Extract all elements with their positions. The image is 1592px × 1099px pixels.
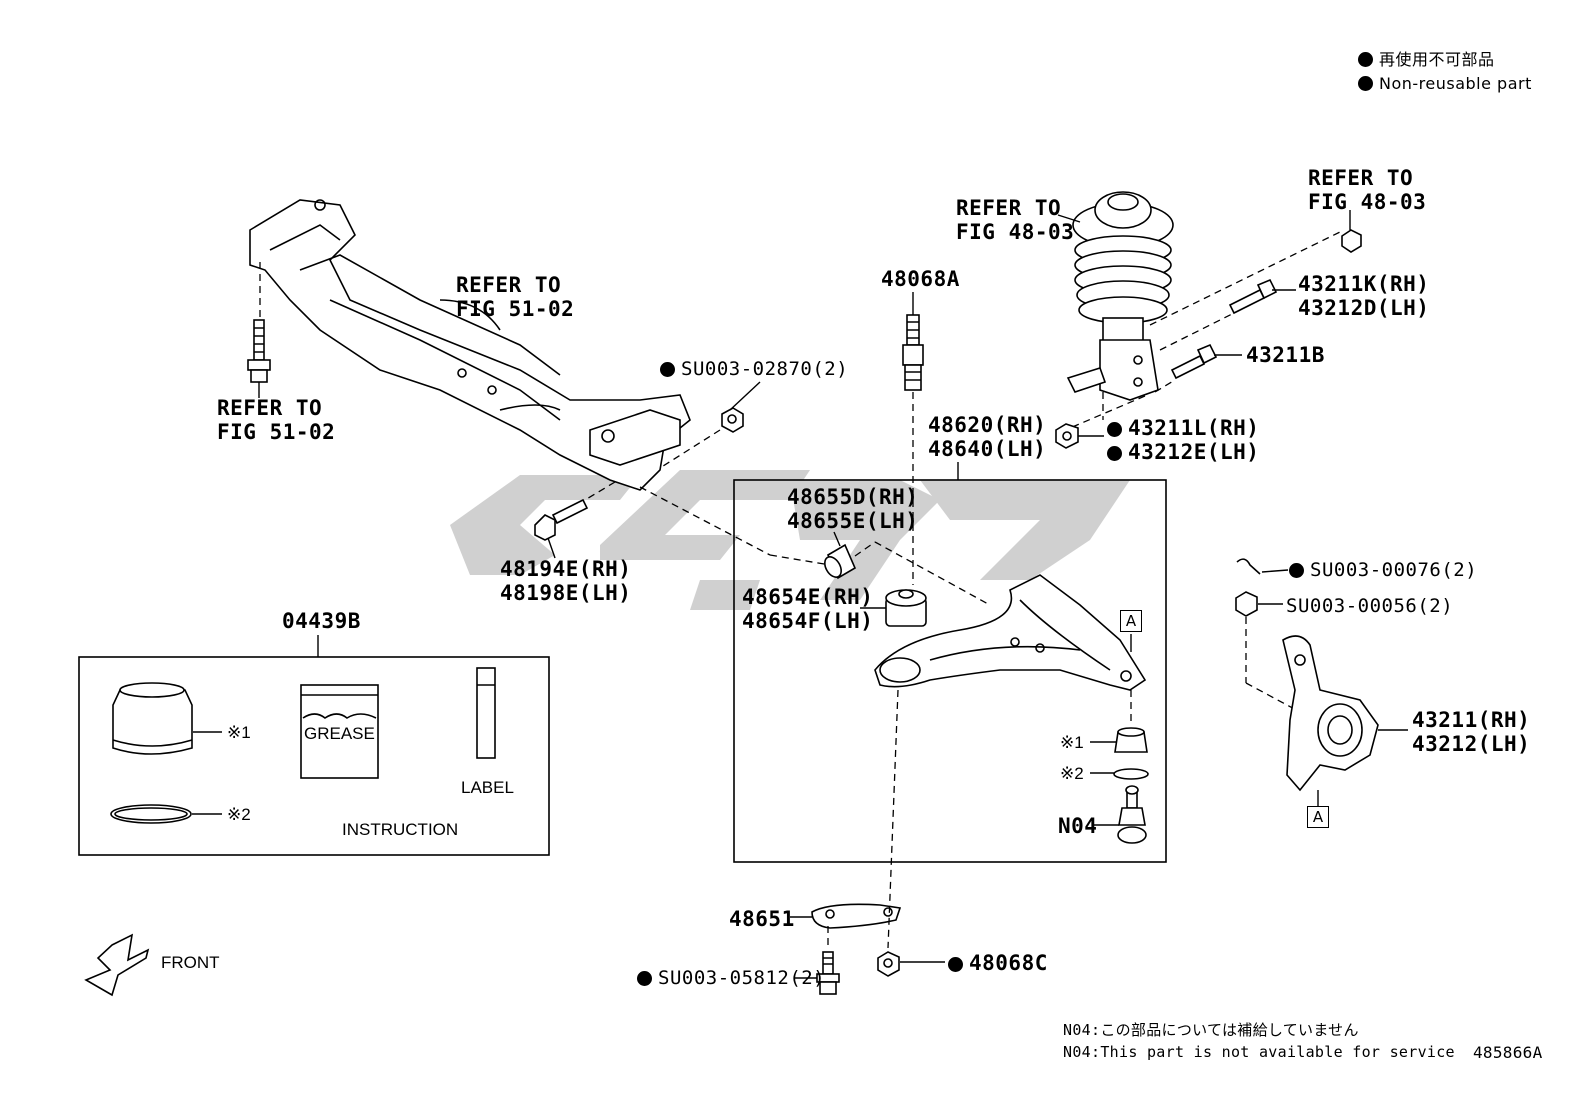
crossmember: [249, 199, 691, 491]
boot-arm: [1114, 727, 1148, 753]
part-48620[interactable]: 48620(RH): [928, 413, 1047, 437]
part-n04[interactable]: N04: [1058, 814, 1098, 838]
legend-text-en: Non-reusable part: [1379, 74, 1532, 93]
part-su003-00076[interactable]: SU003-00076(2): [1289, 559, 1477, 581]
bushing-48655d: [824, 543, 857, 580]
non-reusable-dot-icon: [1358, 76, 1373, 91]
part-43211b[interactable]: 43211B: [1246, 343, 1325, 367]
lower-arm-group-box: [733, 479, 1167, 863]
non-reusable-dot-icon: [1289, 563, 1304, 578]
nut-su003-02870: [721, 407, 744, 433]
bolt-crossmember: [247, 319, 271, 383]
part-04439b[interactable]: 04439B: [282, 609, 361, 633]
ring-arm: [1113, 768, 1149, 780]
legend-jp: 再使用不可部品: [1358, 49, 1495, 71]
refer-line: REFER TO: [456, 273, 562, 297]
part-48640[interactable]: 48640(LH): [928, 437, 1047, 461]
kit-mark-2: ※2: [227, 805, 251, 824]
part-48654f[interactable]: 48654F(LH): [742, 609, 874, 633]
nut-43211l: [1055, 423, 1079, 449]
kit-box: [78, 656, 550, 856]
grease-pack: [300, 684, 379, 779]
refer-line: FIG 48-03: [1308, 190, 1427, 214]
cotter-pin: [1236, 558, 1261, 575]
bolt-su003-05812: [816, 951, 840, 995]
part-su003-00056[interactable]: SU003-00056(2): [1286, 595, 1454, 617]
strut-assembly: [1066, 191, 1174, 401]
figure-number: 485866A: [1473, 1043, 1543, 1062]
arm-mark-1: ※1: [1060, 733, 1084, 752]
label-sticker: [476, 667, 496, 759]
part-48651[interactable]: 48651: [729, 907, 795, 931]
non-reusable-dot-icon: [1107, 446, 1122, 461]
kit-mark-1: ※1: [227, 723, 251, 742]
refer-line: FIG 51-02: [217, 420, 336, 444]
watermark-logo: [450, 470, 1130, 610]
part-43212e[interactable]: 43212E(LH): [1107, 440, 1259, 464]
castle-nut: [1235, 591, 1258, 617]
part-43211[interactable]: 43211(RH): [1412, 708, 1531, 732]
non-reusable-dot-icon: [660, 362, 675, 377]
ball-joint-n04: [1117, 785, 1147, 844]
part-43211l[interactable]: 43211L(RH): [1107, 416, 1259, 440]
nut-refer-48-03: [1341, 229, 1362, 253]
part-43211k[interactable]: 43211K(RH): [1298, 272, 1430, 296]
ref-box-a-knuckle: A: [1307, 806, 1329, 828]
note-english: N04:This part is not available for servi…: [1063, 1043, 1455, 1061]
part-48654e[interactable]: 48654E(RH): [742, 585, 874, 609]
stud-48068a: [902, 314, 924, 391]
note-japanese: N04:この部品については補給していません: [1063, 1021, 1359, 1039]
part-48655e[interactable]: 48655E(LH): [787, 509, 919, 533]
refer-line: REFER TO: [1308, 166, 1414, 190]
part-48194e[interactable]: 48194E(RH): [500, 557, 632, 581]
part-su003-02870[interactable]: SU003-02870(2): [660, 358, 848, 380]
part-number-text: SU003-02870(2): [681, 358, 849, 380]
bolt-43211k: [1228, 278, 1278, 315]
non-reusable-dot-icon: [1107, 422, 1122, 437]
front-label: FRONT: [161, 953, 220, 972]
refer-line: REFER TO: [217, 396, 323, 420]
legend-en: Non-reusable part: [1358, 73, 1532, 95]
bushing-48654e: [885, 589, 927, 627]
grease-label: GREASE: [304, 724, 375, 743]
ring-kit: [110, 804, 192, 824]
part-48198e[interactable]: 48198E(LH): [500, 581, 632, 605]
label-text: LABEL: [461, 778, 514, 797]
part-number-text: 43211L(RH): [1128, 416, 1260, 440]
part-48655d[interactable]: 48655D(RH): [787, 485, 919, 509]
part-43212[interactable]: 43212(LH): [1412, 732, 1531, 756]
lower-arm: [874, 574, 1147, 691]
part-number-text: SU003-05812(2): [658, 967, 826, 989]
plate-48651: [811, 903, 902, 929]
ref-box-a-arm: A: [1120, 610, 1142, 632]
arm-mark-2: ※2: [1060, 764, 1084, 783]
non-reusable-dot-icon: [948, 957, 963, 972]
part-43212d[interactable]: 43212D(LH): [1298, 296, 1430, 320]
part-48068a[interactable]: 48068A: [881, 267, 960, 291]
legend-text-jp: 再使用不可部品: [1379, 50, 1495, 69]
part-su003-05812[interactable]: SU003-05812(2): [637, 967, 825, 989]
non-reusable-dot-icon: [1358, 52, 1373, 67]
refer-line: FIG 48-03: [956, 220, 1075, 244]
non-reusable-dot-icon: [637, 971, 652, 986]
part-48068c[interactable]: 48068C: [948, 951, 1048, 975]
part-number-text: SU003-00076(2): [1310, 559, 1478, 581]
refer-line: FIG 51-02: [456, 297, 575, 321]
front-arrow-icon: [84, 933, 150, 997]
instruction-text: INSTRUCTION: [342, 820, 459, 839]
part-number-text: 43212E(LH): [1128, 440, 1260, 464]
steering-knuckle: [1282, 635, 1379, 792]
boot-kit: [112, 682, 193, 755]
part-number-text: 48068C: [969, 951, 1048, 975]
bolt-43211b: [1170, 343, 1218, 380]
bolt-48194e: [534, 498, 589, 541]
nut-48068c: [877, 951, 900, 977]
refer-line: REFER TO: [956, 196, 1062, 220]
